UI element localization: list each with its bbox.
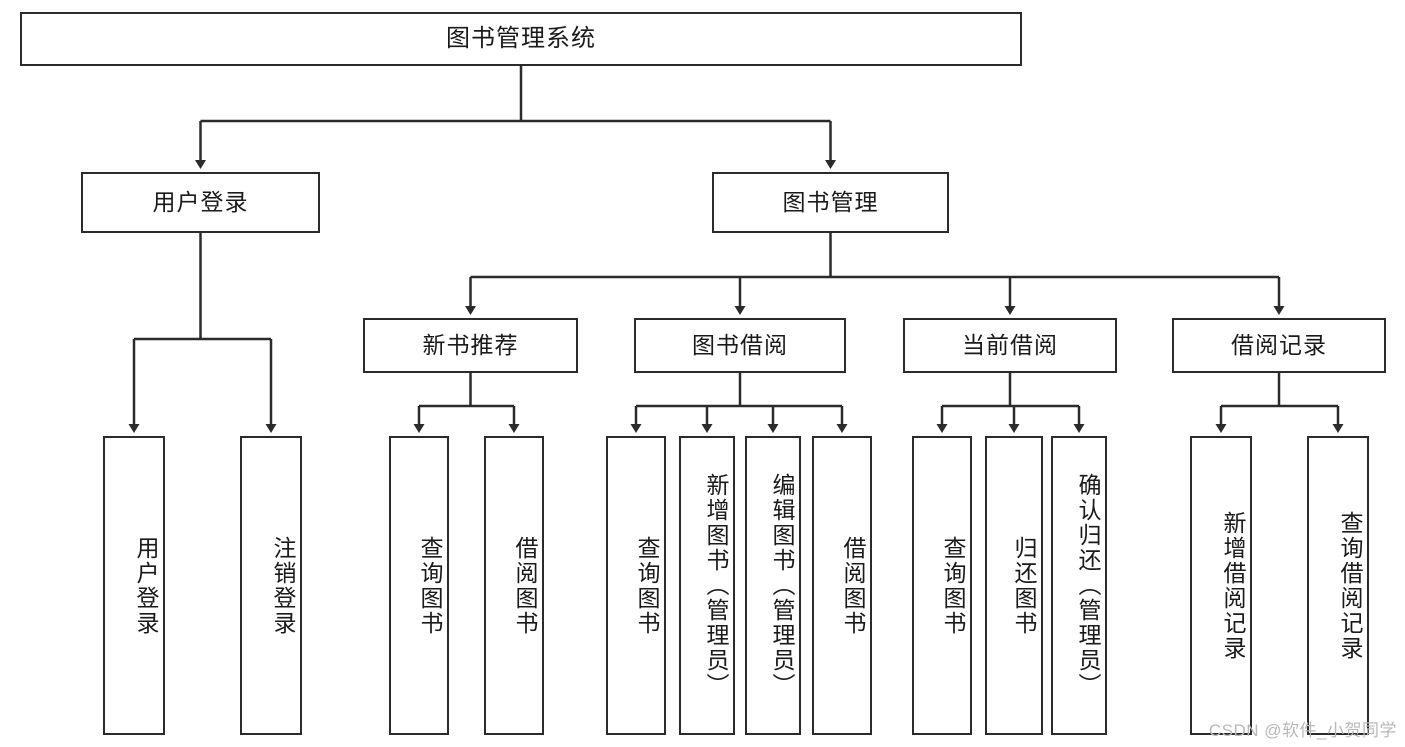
- node-label: 用户登录: [152, 188, 249, 215]
- node-leaf-query-record[interactable]: 查询借阅记录: [1307, 436, 1369, 735]
- node-root[interactable]: 图书管理系统: [20, 12, 1022, 66]
- node-leaf-add-book[interactable]: 新增图书（管理员）: [679, 436, 735, 735]
- node-leaf-user-login[interactable]: 用户登录: [103, 436, 165, 735]
- node-label: 查询图书: [417, 535, 443, 636]
- node-label: 图书管理系统: [446, 24, 596, 52]
- node-label: 新增图书（管理员）: [703, 473, 729, 698]
- node-leaf-query-book-3[interactable]: 查询图书: [912, 436, 972, 735]
- node-label: 确认归还（管理员）: [1075, 473, 1101, 698]
- node-label: 新书推荐: [422, 331, 519, 358]
- node-borrow-record[interactable]: 借阅记录: [1172, 318, 1386, 373]
- csdn-watermark: CSDN @软件_小贺同学: [1208, 721, 1397, 740]
- node-label: 用户登录: [133, 535, 159, 636]
- node-current-borrow[interactable]: 当前借阅: [903, 318, 1117, 373]
- node-leaf-confirm-return[interactable]: 确认归还（管理员）: [1051, 436, 1107, 735]
- node-label: 查询图书: [634, 535, 660, 636]
- node-label: 查询图书: [940, 535, 966, 636]
- node-leaf-edit-book[interactable]: 编辑图书（管理员）: [745, 436, 801, 735]
- node-user-login[interactable]: 用户登录: [81, 172, 320, 233]
- node-leaf-query-book-1[interactable]: 查询图书: [389, 436, 449, 735]
- node-leaf-logout[interactable]: 注销登录: [240, 436, 302, 735]
- node-label: 注销登录: [270, 535, 296, 636]
- node-label: 归还图书: [1011, 535, 1037, 636]
- node-label: 当前借阅: [962, 331, 1058, 358]
- node-book-manage[interactable]: 图书管理: [712, 172, 949, 233]
- node-new-book-rec[interactable]: 新书推荐: [363, 318, 578, 373]
- node-label: 借阅记录: [1231, 331, 1327, 358]
- node-label: 编辑图书（管理员）: [769, 473, 795, 698]
- node-leaf-borrow-book-1[interactable]: 借阅图书: [484, 436, 544, 735]
- node-leaf-query-book-2[interactable]: 查询图书: [606, 436, 666, 735]
- node-label: 图书借阅: [692, 331, 788, 358]
- node-leaf-add-record[interactable]: 新增借阅记录: [1190, 436, 1252, 735]
- node-label: 借阅图书: [512, 535, 538, 636]
- node-label: 查询借阅记录: [1337, 510, 1363, 661]
- node-book-borrow[interactable]: 图书借阅: [634, 318, 846, 373]
- node-label: 新增借阅记录: [1220, 510, 1246, 661]
- node-label: 图书管理: [782, 188, 879, 215]
- node-leaf-return-book[interactable]: 归还图书: [985, 436, 1043, 735]
- node-label: 借阅图书: [840, 535, 866, 636]
- node-leaf-borrow-book-2[interactable]: 借阅图书: [812, 436, 872, 735]
